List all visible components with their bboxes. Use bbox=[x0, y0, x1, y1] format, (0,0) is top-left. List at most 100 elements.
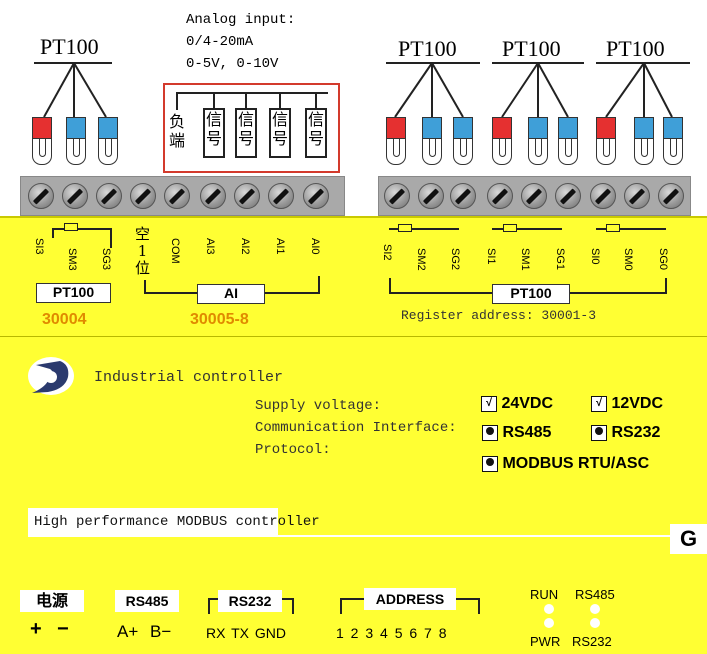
analog-bus-line bbox=[176, 92, 328, 94]
terminal-screw bbox=[450, 183, 476, 209]
analog-range-current: 0/4-20mA bbox=[186, 34, 254, 50]
signal-resistor: 信号 bbox=[203, 108, 225, 158]
company-logo bbox=[28, 357, 74, 395]
led-rs485-label: RS485 bbox=[575, 587, 615, 602]
terminal-screw bbox=[487, 183, 513, 209]
terminal-label: SM0 bbox=[622, 248, 634, 271]
controller-title: Industrial controller bbox=[94, 369, 284, 386]
analog-input-box bbox=[163, 83, 340, 173]
terminal-screw bbox=[130, 183, 156, 209]
lug-blue bbox=[663, 117, 683, 165]
terminal-screw bbox=[234, 183, 260, 209]
radio-dot-icon bbox=[482, 455, 498, 472]
terminal-screw bbox=[96, 183, 122, 209]
rs232-label: RS232 bbox=[218, 590, 282, 612]
pt100-right-box: PT100 bbox=[492, 284, 570, 304]
pt100-left-box: PT100 bbox=[36, 283, 111, 303]
terminal-screw bbox=[200, 183, 226, 209]
terminal-label: SG0 bbox=[657, 248, 669, 271]
terminal-label: SG1 bbox=[554, 248, 566, 271]
terminal-label: SM2 bbox=[415, 248, 427, 271]
led-rs485-indicator bbox=[590, 604, 600, 614]
banner-text: High performance MODBUS controller bbox=[34, 514, 320, 530]
terminal-label: SG3 bbox=[100, 248, 112, 271]
register-ai: 30005-8 bbox=[190, 311, 249, 328]
protocol-label: Protocol: bbox=[255, 442, 331, 458]
option-modbus: MODBUS RTU/ASC bbox=[482, 455, 649, 473]
led-pwr-label: PWR bbox=[530, 634, 561, 649]
rs485-a: A+ bbox=[117, 622, 139, 641]
signal-resistor: 信号 bbox=[235, 108, 257, 158]
terminal-label: SI1 bbox=[485, 248, 497, 265]
terminal-label: SM3 bbox=[66, 248, 78, 271]
g-badge: G bbox=[670, 524, 707, 554]
supply-voltage-label: Supply voltage: bbox=[255, 398, 382, 414]
pt100-left-title: PT100 bbox=[40, 34, 99, 59]
analog-range-voltage: 0-5V, 0-10V bbox=[186, 56, 279, 72]
terminal-label: AI2 bbox=[239, 238, 251, 255]
pt100-right-title-2: PT100 bbox=[502, 36, 561, 61]
terminal-label: SG2 bbox=[449, 248, 461, 271]
terminal-label: COM bbox=[169, 238, 181, 264]
option-rs232: RS232 bbox=[591, 424, 660, 442]
led-run-label: RUN bbox=[530, 587, 559, 602]
lug-red bbox=[386, 117, 406, 165]
checkbox-checked-icon: √ bbox=[481, 395, 497, 412]
lug-blue bbox=[634, 117, 654, 165]
terminal-label: AI1 bbox=[274, 238, 286, 255]
pt100-right-title-3: PT100 bbox=[606, 36, 665, 61]
terminal-screw bbox=[28, 183, 54, 209]
option-rs485: RS485 bbox=[482, 424, 551, 442]
terminal-screw bbox=[268, 183, 294, 209]
signal-resistor: 信号 bbox=[269, 108, 291, 158]
power-label: 电源 bbox=[20, 590, 84, 612]
lug-blue bbox=[558, 117, 578, 165]
lug-blue bbox=[453, 117, 473, 165]
rs485-b: B− bbox=[150, 622, 172, 641]
pt100-right-title-1: PT100 bbox=[398, 36, 457, 61]
lug-red bbox=[596, 117, 616, 165]
rs232-pins: RX TX GND bbox=[206, 625, 286, 641]
rtd-resistor-symbol bbox=[64, 223, 78, 231]
terminal-label: SI3 bbox=[33, 238, 45, 255]
terminal-label: SI2 bbox=[381, 244, 393, 261]
rs485-label: RS485 bbox=[115, 590, 179, 612]
analog-title: Analog input: bbox=[186, 12, 296, 28]
register-left: 30004 bbox=[42, 311, 87, 328]
power-minus: − bbox=[57, 618, 69, 640]
lug-blue bbox=[422, 117, 442, 165]
lug-blue bbox=[528, 117, 548, 165]
option-12vdc: √ 12VDC bbox=[591, 395, 663, 413]
terminal-screw bbox=[384, 183, 410, 209]
terminal-screw bbox=[62, 183, 88, 209]
terminal-screw bbox=[303, 183, 329, 209]
negative-terminal-label: 负端 bbox=[168, 112, 185, 150]
register-address: Register address: 30001-3 bbox=[401, 308, 597, 323]
ai-box: AI bbox=[197, 284, 265, 304]
led-run-indicator bbox=[544, 604, 554, 614]
lug-blue bbox=[98, 117, 118, 165]
option-24vdc: √ 24VDC bbox=[481, 395, 553, 413]
radio-dot-icon bbox=[591, 424, 607, 441]
terminal-screw bbox=[555, 183, 581, 209]
led-rs232-label: RS232 bbox=[572, 634, 612, 649]
signal-resistor: 信号 bbox=[305, 108, 327, 158]
lug-blue bbox=[66, 117, 86, 165]
terminal-screw bbox=[624, 183, 650, 209]
checkbox-checked-icon: √ bbox=[591, 395, 607, 412]
terminal-screw bbox=[590, 183, 616, 209]
sensor-wires bbox=[34, 62, 690, 118]
address-label: ADDRESS bbox=[364, 588, 456, 610]
terminal-screw bbox=[164, 183, 190, 209]
terminal-label: AI0 bbox=[309, 238, 321, 255]
radio-dot-icon bbox=[482, 424, 498, 441]
terminal-label: SM1 bbox=[519, 248, 531, 271]
terminal-screw bbox=[658, 183, 684, 209]
lug-red bbox=[492, 117, 512, 165]
led-rs232-indicator bbox=[590, 618, 600, 628]
lug-red bbox=[32, 117, 52, 165]
comm-interface-label: Communication Interface: bbox=[255, 420, 457, 436]
terminal-screw bbox=[418, 183, 444, 209]
terminal-label: AI3 bbox=[204, 238, 216, 255]
